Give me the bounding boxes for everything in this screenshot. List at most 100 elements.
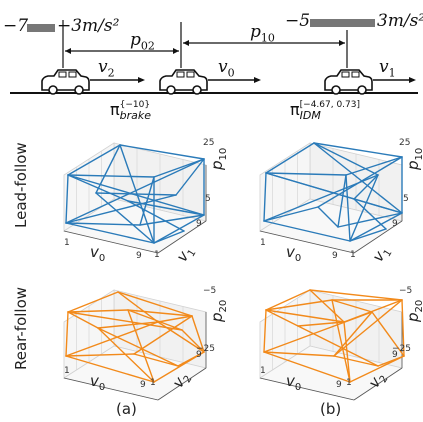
- tl-polytope-edge: [127, 200, 185, 232]
- br-polytope-edge: [377, 355, 405, 367]
- bl-polytope-edge: [133, 353, 179, 367]
- br-xtick-right: 9: [336, 380, 342, 390]
- tr-y-axis: [353, 220, 403, 254]
- v2-label: v2: [98, 57, 115, 80]
- tl-xtick-right: 9: [136, 251, 142, 261]
- tr-polytope-edge: [263, 206, 319, 222]
- tl-polytope-edge: [95, 192, 155, 244]
- bl-polytope-edge: [97, 327, 179, 367]
- caption-b: (b): [320, 400, 342, 418]
- tl-polytope-edge: [65, 158, 205, 224]
- v1-label: v1: [379, 57, 396, 80]
- v0-label: v0: [218, 57, 235, 80]
- bl-ztick-top: −5: [203, 286, 217, 296]
- tl-ytick-bottom: 1: [154, 250, 160, 260]
- tr-polytope-edge: [263, 172, 267, 222]
- br-y-axis: [353, 367, 403, 401]
- bl-polytope-edge: [117, 291, 159, 323]
- br-ytick-bottom: 1: [346, 378, 352, 388]
- bl-polytope-edge: [127, 309, 193, 317]
- br-xlabel: v0: [286, 372, 302, 393]
- br-polytope-edge: [343, 321, 351, 383]
- tl-polytope-edge: [67, 174, 155, 178]
- bl-polytope-edge: [67, 309, 129, 313]
- policy-brake-label: π{−10}brake: [110, 99, 152, 122]
- br-polytope-edge: [333, 299, 403, 357]
- tr-polytope-edge: [345, 174, 351, 242]
- left-accel-max: −3m/s²: [57, 16, 120, 36]
- bl-ztick-bottom: −25: [196, 344, 215, 354]
- tl-polytope-edge: [139, 176, 155, 226]
- bl-polytope-edge: [65, 321, 159, 357]
- scenario-diagram: [10, 19, 418, 95]
- tl-polytope-edge: [67, 144, 121, 176]
- tr-polytope-edge: [263, 220, 351, 242]
- left-accel-min: −7: [3, 16, 29, 36]
- br-polytope-edge: [297, 325, 379, 367]
- br-polytope-edge: [333, 355, 379, 367]
- tr-polytope-edge: [337, 212, 403, 228]
- bl-polytope-edge: [133, 315, 193, 355]
- bl-polytope-edge: [65, 353, 135, 357]
- br-polytope-edge: [309, 289, 403, 301]
- br-polytope-edge: [265, 309, 299, 327]
- tl-xtick-left: 1: [64, 238, 70, 248]
- tl-polytope-edge: [65, 194, 177, 224]
- tl-polytope-edge: [95, 192, 177, 196]
- br-polytope-edge: [265, 309, 345, 323]
- policy-idm-label: π[−4.67, 0.73]IDM: [290, 99, 361, 122]
- left-accel-bar: [27, 24, 55, 32]
- tl-polytope-edge: [139, 214, 205, 226]
- tl-ztick-bottom: 5: [205, 194, 211, 204]
- gap-p02-label: p02: [130, 30, 155, 53]
- br-polytope-edge: [333, 311, 373, 357]
- br-polytope-edge: [265, 289, 311, 311]
- tr-ztick-bottom: 5: [403, 194, 409, 204]
- br-zlabel: p20: [404, 299, 423, 322]
- gap-p10-label: p10: [250, 22, 275, 45]
- tl-polytope-edge: [153, 230, 185, 244]
- tl-zlabel: p10: [208, 147, 229, 170]
- bl-zlabel: p20: [208, 299, 229, 322]
- tl-xlabel: v0: [90, 243, 106, 264]
- tr-polytope-edge: [337, 174, 347, 228]
- tl-ztick-top: 25: [203, 138, 215, 148]
- br-polytope-edge: [263, 309, 267, 353]
- br-ytick-top: 9: [392, 350, 398, 360]
- tr-zlabel: p10: [404, 147, 423, 170]
- tl-polytope-edge: [119, 144, 205, 160]
- bl-polytope-edge: [191, 315, 205, 353]
- bl-polytope-edge: [177, 351, 205, 367]
- car-rear: [41, 69, 90, 95]
- bl-polytope-edge: [67, 311, 99, 329]
- bl-y-axis: [157, 367, 207, 401]
- tr-ytick-bottom: 1: [350, 250, 356, 260]
- bl-polytope-edge: [181, 329, 205, 353]
- right-accel-max: 3m/s²: [377, 11, 423, 31]
- br-polytope-edge: [371, 311, 405, 357]
- tr-ytick-top: 9: [392, 219, 398, 229]
- tr-xtick-right: 9: [332, 251, 338, 261]
- br-polytope-edge: [331, 299, 373, 313]
- bl-polytope-edge: [157, 315, 193, 323]
- tr-xtick-left: 1: [260, 238, 266, 248]
- br-ztick-top: −5: [399, 286, 413, 296]
- tr-xlabel: v0: [286, 243, 302, 264]
- bl-x-axis: [63, 377, 159, 401]
- bl-ytick-top: 9: [196, 350, 202, 360]
- bl-polytope-edge: [157, 321, 205, 353]
- br-ztick-bottom: −25: [392, 344, 411, 354]
- tr-polytope-edge: [263, 174, 379, 222]
- tr-polytope-edge: [345, 156, 403, 176]
- caption-a: (a): [116, 400, 137, 418]
- bl-polytope-edge: [67, 291, 119, 313]
- br-xtick-left: 1: [260, 366, 266, 376]
- bl-polytope-edge: [117, 291, 193, 317]
- tr-polytope-edge: [353, 174, 379, 200]
- car-ego: [159, 69, 208, 95]
- br-polytope-edge: [401, 299, 405, 357]
- tr-x-axis: [259, 230, 355, 254]
- br-polytope-edge: [265, 299, 333, 311]
- right-accel-min: −5: [285, 11, 311, 31]
- tr-polytope-edge: [349, 228, 387, 242]
